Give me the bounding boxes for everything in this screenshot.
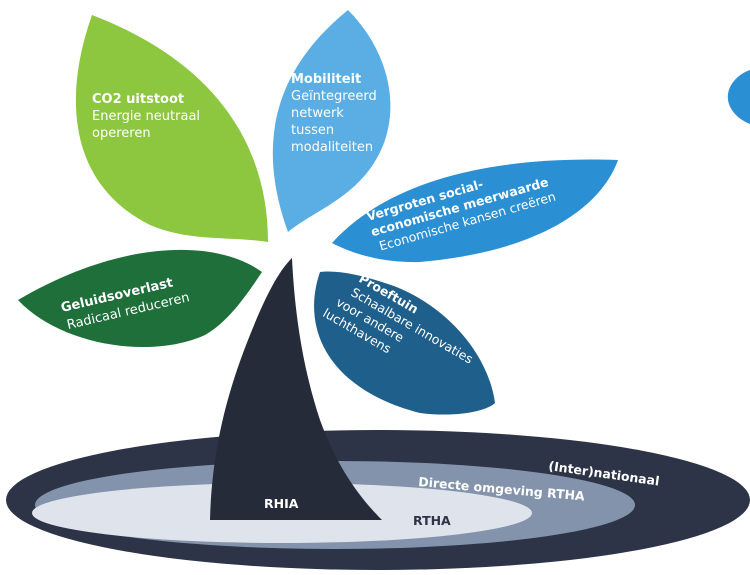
mobiliteit-line-4: modaliteiten: [291, 140, 373, 155]
ring-inner-label: RTHA: [413, 513, 451, 528]
mobiliteit-title: Mobiliteit: [291, 72, 361, 87]
mobiliteit-line-1: Geïntegreerd: [291, 89, 377, 104]
leaf-sociaal: [332, 159, 618, 263]
partial-circle-right: [727, 70, 750, 124]
co2-line-2: opereren: [92, 126, 151, 141]
leaf-co2: [75, 15, 268, 242]
leaf-geluid: [18, 249, 262, 348]
leaf-mobiliteit: [272, 10, 391, 232]
trunk-label: RHIA: [264, 496, 299, 511]
leaf-proeftuin: [314, 271, 495, 415]
mobiliteit-line-2: netwerk: [291, 106, 344, 121]
co2-title: CO2 uitstoot: [92, 92, 184, 107]
trunk: [210, 258, 382, 520]
co2-line-1: Energie neutraal: [92, 109, 200, 124]
mobiliteit-line-3: tussen: [291, 123, 334, 138]
